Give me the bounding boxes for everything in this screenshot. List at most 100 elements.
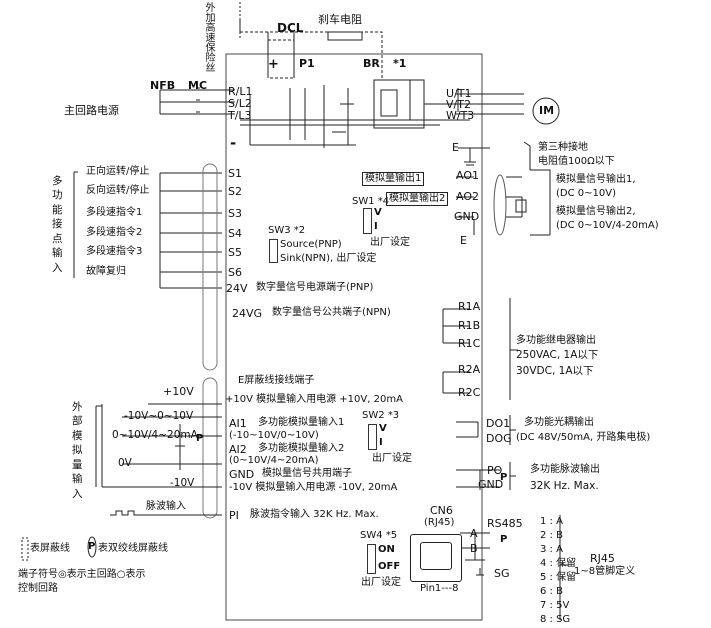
main-power-label: 主回路电源 <box>64 104 119 117</box>
ain-range4: -10V <box>170 477 195 489</box>
terminal-s4: S4 <box>228 227 242 240</box>
ai1-desc1: 多功能模拟量输入1 <box>258 417 345 428</box>
shield-terminal: E屏蔽线接线端子 <box>238 375 315 386</box>
ao-shield-tube <box>493 174 507 236</box>
digital-shield-tube <box>202 163 218 371</box>
sw3-pnp: Source(PNP) <box>280 239 342 250</box>
terminal-ai1: AI1 <box>229 417 247 430</box>
terminal-s1: S1 <box>228 167 242 180</box>
ain-p10-desc: +10V 模拟量输入用电源 +10V, 20mA <box>225 394 403 405</box>
terminal-s6: S6 <box>228 266 242 279</box>
ain-twisted-p: P <box>196 433 204 444</box>
ain-p10-range: +10V <box>163 385 194 398</box>
relay-desc2: 250VAC, 1A以下 <box>516 349 599 361</box>
pulse-input-label: 脉波输入 <box>146 501 186 512</box>
terminal-v: V/T2 <box>446 98 471 111</box>
ai2-desc2: (0~10V/4~20mA) <box>229 455 319 466</box>
rs485-pin-6: 6 : B <box>540 586 563 597</box>
terminal-r1a: R1A <box>458 300 481 313</box>
terminal-s: S/L2 <box>228 97 252 110</box>
rs485-pin-5: 5 : 保留 <box>540 572 577 583</box>
terminal-r1b: R1B <box>458 319 481 332</box>
sw3-label: SW3 *2 <box>268 225 306 236</box>
di-desc-3: 多段速指令1 <box>86 207 143 218</box>
ain-range1: -10V~0~10V <box>124 410 194 422</box>
rs485-pin-4: 4 : 保留 <box>540 558 577 569</box>
sw4-on: ON <box>378 544 395 555</box>
ao-desc2: (DC 0~10V) <box>556 188 616 199</box>
terminal-r: R/L1 <box>228 85 253 98</box>
ai2-desc1: 多功能模拟量输入2 <box>258 443 345 454</box>
terminal-ai2: AI2 <box>229 443 247 456</box>
terminal-r1c: R1C <box>458 337 481 350</box>
rs485-label: RS485 <box>487 517 523 530</box>
sw2-switch[interactable] <box>368 424 377 450</box>
brake-resistor-symbol <box>327 31 363 41</box>
ground-e: E <box>452 141 459 154</box>
note1: *1 <box>393 57 407 70</box>
po-twisted-p: P <box>500 472 508 483</box>
rs485-a: A <box>470 527 478 540</box>
terminal-pi: PI <box>229 509 239 522</box>
sw4-switch[interactable] <box>367 544 376 574</box>
terminal-dog: DOG <box>486 432 512 445</box>
cn6-sub: (RJ45) <box>424 517 455 528</box>
terminal-do1: DO1 <box>486 417 511 430</box>
terminal-w: W/T3 <box>446 109 475 122</box>
sw4-label: SW4 *5 <box>360 530 398 541</box>
ain-range3: 0V <box>118 457 132 469</box>
fuse-label: 外加高速保险丝 <box>203 2 214 72</box>
drive-outline <box>225 53 483 621</box>
cn6-pins: Pin1---8 <box>420 583 459 594</box>
brake-resistor-label: 刹车电阻 <box>318 13 362 26</box>
terminal-24vg: 24VG <box>232 307 263 320</box>
terminal-r2a: R2A <box>458 363 481 376</box>
terminal-s3: S3 <box>228 207 242 220</box>
terminal-s5: S5 <box>228 246 242 259</box>
sw4-factory: 出厂设定 <box>361 577 401 588</box>
ao-desc3: 模拟量信号输出2, <box>556 206 636 217</box>
legend-line2: 端子符号◎表示主回路○表示 <box>18 569 146 580</box>
dc-plus: + <box>268 57 279 72</box>
terminal-po-gnd: GND <box>478 478 504 491</box>
terminal-r2c: R2C <box>458 386 481 399</box>
rs485-twisted-p: P <box>500 534 508 545</box>
ao-desc4: (DC 0~10V/4-20mA) <box>556 220 659 231</box>
dcl-label: DCL <box>277 21 304 35</box>
rs485-pin-1: 1 : A <box>540 516 563 527</box>
sw3-switch[interactable] <box>269 239 278 263</box>
ao-desc1: 模拟量信号输出1, <box>556 174 636 185</box>
di-desc-1: 正向运转/停止 <box>86 166 150 177</box>
analog-shield-tube <box>202 377 218 519</box>
relay-desc1: 多功能继电器输出 <box>516 335 596 346</box>
ain-range2: 0~10V/4~20mA <box>112 429 198 441</box>
analog-group-label: 外部模拟量输入 <box>72 401 83 500</box>
sw1-switch[interactable] <box>363 208 372 234</box>
legend-twisted: 表双绞线屏蔽线 <box>98 543 168 554</box>
do-desc2: (DC 48V/50mA, 开路集电极) <box>516 432 651 443</box>
rs485-pin-7: 7 : 5V <box>540 600 570 611</box>
sw1-label: SW1 *4 <box>352 196 390 207</box>
nfb-label: NFB <box>150 79 176 92</box>
sw4-off: OFF <box>378 561 401 572</box>
ao1-box: 模拟量输出1 <box>362 172 425 186</box>
ai1-desc2: (-10~10V/0~10V) <box>229 430 319 441</box>
dc-minus: - <box>230 134 237 152</box>
rs485-pin-8: 8 : SG <box>540 614 571 625</box>
di-desc-5: 多段速指令3 <box>86 246 143 257</box>
terminal-ao-e: E <box>460 234 467 247</box>
di-desc-2: 反向运转/停止 <box>86 185 150 196</box>
sw3-npn: Sink(NPN), 出厂设定 <box>280 253 377 264</box>
sw1-i: I <box>374 221 378 232</box>
di-desc-4: 多段速指令2 <box>86 227 143 238</box>
sw2-label: SW2 *3 <box>362 410 400 421</box>
sw1-factory: 出厂设定 <box>370 237 410 248</box>
terminal-s2: S2 <box>228 185 242 198</box>
ground-desc1: 第三种接地 <box>538 142 588 153</box>
rj45-pins <box>420 542 452 570</box>
po-desc1: 多功能脉波输出 <box>530 464 600 475</box>
br-label: BR <box>363 57 380 70</box>
legend-line3: 控制回路 <box>18 583 58 594</box>
do-desc1: 多功能光耦输出 <box>524 417 594 428</box>
